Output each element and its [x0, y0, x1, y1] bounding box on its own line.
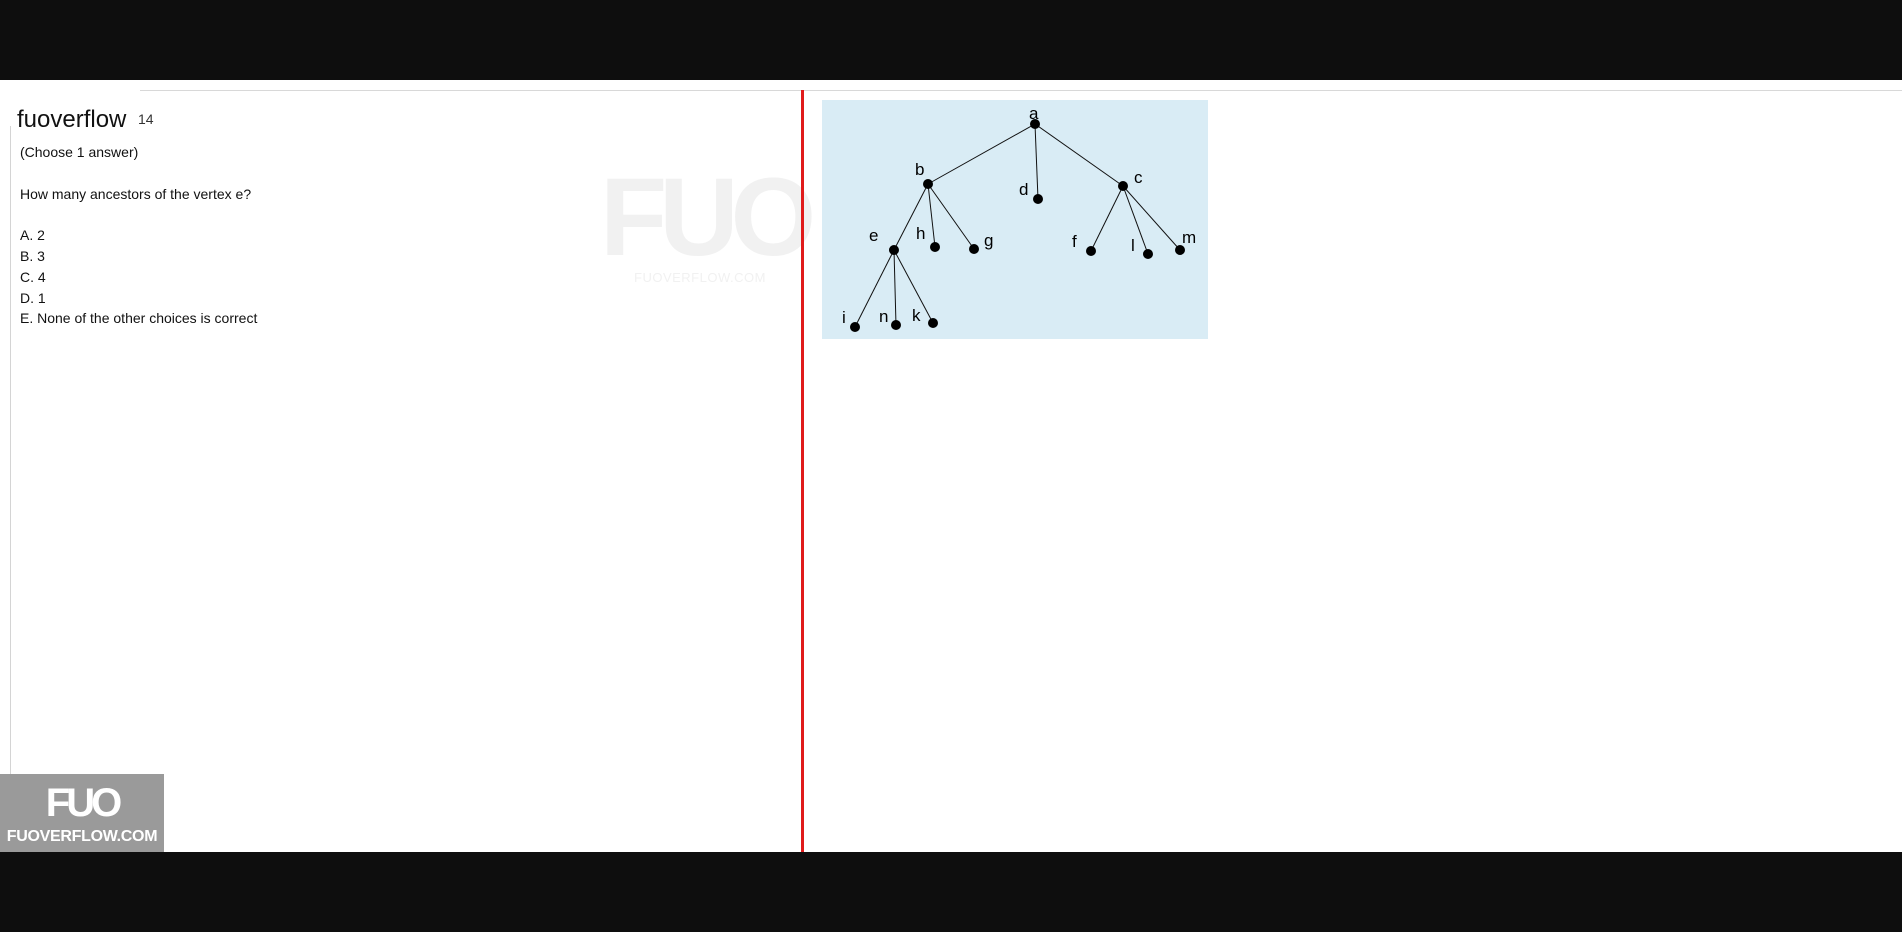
answer-option-e[interactable]: E. None of the other choices is correct [20, 310, 258, 327]
question-block: (Choose 1 answer) How many ancestors of … [20, 142, 257, 329]
vertex-d-node [1033, 194, 1043, 204]
answer-option-a[interactable]: A. 2 [20, 227, 45, 244]
edge-c-f [1090, 185, 1124, 252]
vertex-g-label: g [984, 231, 993, 250]
edge-e-k [893, 249, 934, 324]
question-prompt: How many ancestors of the vertex e? [20, 185, 252, 202]
tree-diagram: a b c d e f g h i k l m n [822, 100, 1208, 339]
vertex-a-label: a [1029, 104, 1039, 123]
top-rule [140, 90, 1902, 91]
brand-suffix: 14 [138, 111, 154, 127]
edge-e-i [854, 249, 895, 328]
vertex-k-node [928, 318, 938, 328]
question-instruction: (Choose 1 answer) [20, 144, 139, 160]
vertex-k-label: k [912, 306, 921, 325]
watermark-site: FUOVERFLOW.COM [634, 270, 766, 285]
answer-option-c[interactable]: C. 4 [20, 268, 46, 285]
vertex-n-label: n [879, 307, 888, 326]
vertex-i-node [850, 322, 860, 332]
page-content: fuoverflow 14 FUO FUOVERFLOW.COM (Choose… [0, 80, 1902, 852]
vertex-b-label: b [915, 160, 924, 179]
logo-mark: FUO [45, 781, 122, 825]
vertex-f-node [1086, 246, 1096, 256]
logo-site-text: FUOVERFLOW.COM [6, 828, 158, 845]
vertex-m-label: m [1182, 228, 1196, 247]
vertex-g-node [969, 244, 979, 254]
answer-option-d[interactable]: D. 1 [20, 289, 46, 306]
vertex-n-node [891, 320, 901, 330]
question-panel: fuoverflow 14 FUO FUOVERFLOW.COM (Choose… [0, 90, 816, 852]
vertex-e-label: e [869, 226, 878, 245]
answer-option-b[interactable]: B. 3 [20, 248, 45, 265]
edge-b-e [893, 183, 929, 251]
tree-edges [854, 123, 1181, 328]
vertex-f-label: f [1072, 232, 1077, 251]
vertex-m-node [1175, 245, 1185, 255]
left-rule [10, 126, 11, 826]
vertex-i-label: i [842, 308, 846, 327]
vertex-h-label: h [916, 224, 925, 243]
edge-e-n [893, 249, 897, 326]
vertex-d-label: d [1019, 180, 1028, 199]
vertex-e-node [889, 245, 899, 255]
vertex-c-label: c [1134, 168, 1143, 187]
watermark: FUO FUOVERFLOW.COM [600, 156, 816, 286]
brand-title: fuoverflow [17, 106, 127, 133]
watermark-mark: FUO [600, 156, 816, 279]
top-letterbox [0, 0, 1902, 80]
edge-a-d [1034, 123, 1039, 200]
edge-a-b [927, 123, 1036, 185]
edge-c-m [1122, 185, 1181, 251]
edge-c-l [1122, 185, 1149, 255]
vertex-b-node [923, 179, 933, 189]
bottom-letterbox [0, 852, 1902, 932]
vertex-l-label: l [1131, 236, 1135, 255]
panel-divider [801, 90, 804, 852]
tree-svg: a b c d e f g h i k l m n [842, 104, 1196, 332]
vertex-a-node [1030, 119, 1040, 129]
edge-a-c [1034, 123, 1124, 187]
edge-b-h [927, 183, 936, 248]
fuoverflow-logo[interactable]: FUO FUOVERFLOW.COM [0, 774, 164, 852]
edge-b-g [927, 183, 975, 250]
tree-nodes [850, 119, 1185, 332]
tree-labels: a b c d e f g h i k l m n [842, 104, 1196, 327]
vertex-h-node [930, 242, 940, 252]
vertex-l-node [1143, 249, 1153, 259]
vertex-c-node [1118, 181, 1128, 191]
